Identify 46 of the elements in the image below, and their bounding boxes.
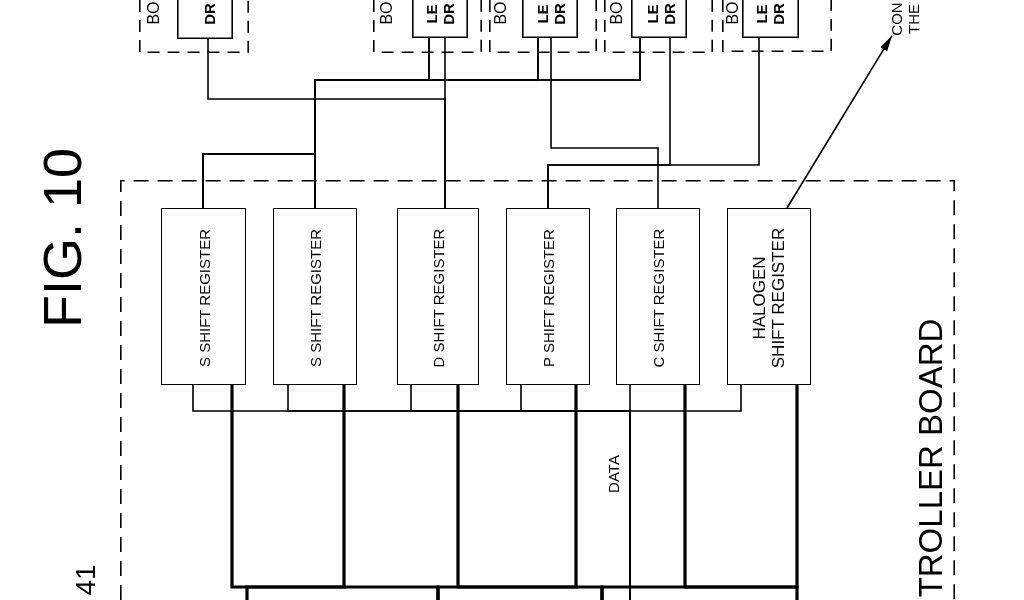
- shift-register-block: [161, 208, 246, 385]
- block-label: C SHIFT REGISTER: [650, 228, 668, 367]
- signal-line: [444, 37, 446, 209]
- shift-register-block: [727, 208, 811, 385]
- board-label: BO: [608, 1, 626, 25]
- shift-register-block: [397, 208, 479, 385]
- shift-register-block: [273, 208, 357, 385]
- driver-label: LE DR: [644, 3, 678, 25]
- bus-line: [600, 385, 799, 600]
- board-outline: [722, 0, 832, 52]
- driver-block: [631, 0, 687, 38]
- bus-line: [245, 385, 346, 600]
- signal-line: [629, 384, 742, 600]
- shift-register-block: [616, 208, 700, 385]
- block-label: S SHIFT REGISTER: [196, 228, 213, 367]
- driver-block: [522, 0, 578, 38]
- driver-label: LE DR: [423, 3, 457, 25]
- controller-board: [120, 180, 955, 600]
- figure-title: FIG. 10: [33, 147, 93, 329]
- board-outline: [139, 0, 249, 53]
- board-label: BO: [724, 1, 742, 25]
- block-label: D SHIFT REGISTER: [430, 228, 448, 367]
- block-label: S SHIFT REGISTER: [307, 228, 325, 367]
- block-label: HALOGEN SHIFT REGISTER: [751, 227, 789, 368]
- driver-block: [742, 0, 799, 38]
- board-label: BO: [492, 1, 510, 25]
- bus-line: [436, 385, 578, 600]
- driver-label: DR: [201, 3, 219, 25]
- signal-line: [314, 37, 641, 209]
- shift-register-block: [506, 208, 590, 385]
- block-label: P SHIFT REGISTER: [540, 228, 558, 367]
- driver-label: LE DR: [534, 3, 568, 25]
- arrow: [786, 34, 893, 209]
- callout-text: CON THE: [888, 2, 922, 36]
- board-label: BO: [378, 1, 396, 25]
- board-label: BO: [145, 1, 163, 25]
- board-outline: [373, 0, 482, 53]
- signal-line: [547, 37, 760, 209]
- driver-block: [412, 0, 468, 38]
- driver-label: LE DR: [753, 3, 787, 25]
- board-outline: [604, 0, 713, 53]
- board-outline: [489, 0, 597, 53]
- bus-line: [683, 385, 799, 600]
- board-title: TROLLER BOARD: [912, 318, 950, 598]
- reference-numeral: 41: [70, 564, 102, 596]
- driver-block: [177, 0, 233, 39]
